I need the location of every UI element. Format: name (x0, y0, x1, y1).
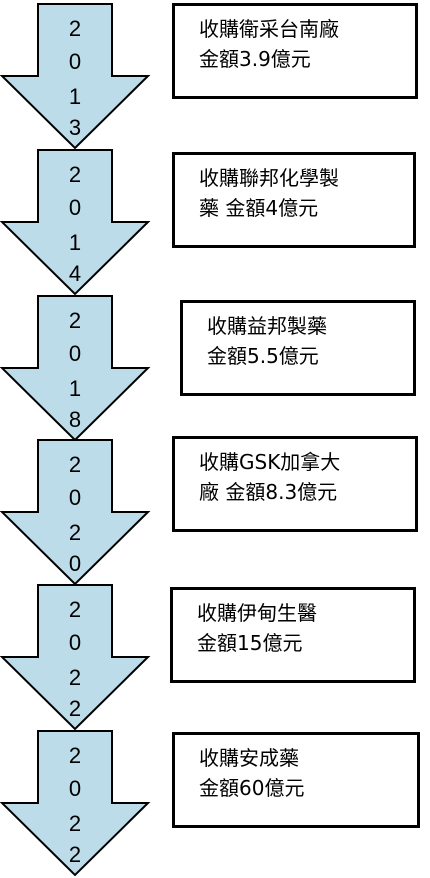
year-digit: 1 (69, 376, 81, 401)
event-box: 收購聯邦化學製藥 金額4億元 (172, 152, 416, 248)
year-digit: 1 (69, 84, 81, 109)
event-text-line: 收購益邦製藥 (207, 314, 327, 338)
event-box: 收購衛采台南廠金額3.9億元 (172, 3, 418, 99)
year-digit: 0 (69, 49, 81, 74)
year-digit: 2 (69, 162, 81, 187)
year-digit: 2 (69, 743, 81, 768)
year-digit: 3 (69, 115, 81, 140)
year-digit: 0 (69, 195, 81, 220)
event-text-line: 收購伊甸生醫 (197, 601, 317, 625)
year-digit: 2 (69, 308, 81, 333)
year-digit: 0 (69, 485, 81, 510)
event-text-line: 收購安成藥 (199, 746, 299, 770)
event-box: 收購安成藥金額60億元 (172, 732, 420, 828)
year-digit: 8 (69, 407, 81, 432)
year-digit: 4 (69, 261, 81, 286)
event-text-line: 金額5.5億元 (207, 344, 319, 368)
year-digit: 2 (69, 842, 81, 867)
year-digit: 2 (69, 520, 81, 545)
year-digit: 1 (69, 230, 81, 255)
event-text-line: 收購GSK加拿大 (199, 450, 341, 474)
year-digit: 0 (69, 630, 81, 655)
year-digit: 2 (69, 665, 81, 690)
year-digit: 0 (69, 776, 81, 801)
down-arrow-shape (0, 730, 151, 877)
event-box: 收購GSK加拿大廠 金額8.3億元 (172, 436, 418, 532)
down-arrow-shape (0, 149, 151, 296)
year-digit: 2 (69, 696, 81, 721)
year-digit: 2 (69, 16, 81, 41)
down-arrow-shape (0, 439, 151, 586)
event-text-line: 藥 金額4億元 (199, 196, 319, 220)
event-text-line: 收購衛采台南廠 (199, 17, 339, 41)
event-text-line: 金額60億元 (199, 776, 305, 800)
down-arrow-shape (0, 3, 151, 150)
down-arrow-shape (0, 584, 151, 731)
event-text-line: 廠 金額8.3億元 (199, 480, 338, 504)
event-text-line: 金額15億元 (197, 631, 303, 655)
event-box: 收購益邦製藥金額5.5億元 (180, 300, 416, 396)
year-digit: 2 (69, 597, 81, 622)
event-text-line: 金額3.9億元 (199, 47, 311, 71)
down-arrow-shape (0, 295, 151, 442)
year-digit: 2 (69, 452, 81, 477)
year-digit: 0 (69, 551, 81, 576)
event-text-line: 收購聯邦化學製 (199, 166, 339, 190)
year-digit: 2 (69, 811, 81, 836)
year-digit: 0 (69, 341, 81, 366)
event-box: 收購伊甸生醫金額15億元 (170, 587, 416, 683)
